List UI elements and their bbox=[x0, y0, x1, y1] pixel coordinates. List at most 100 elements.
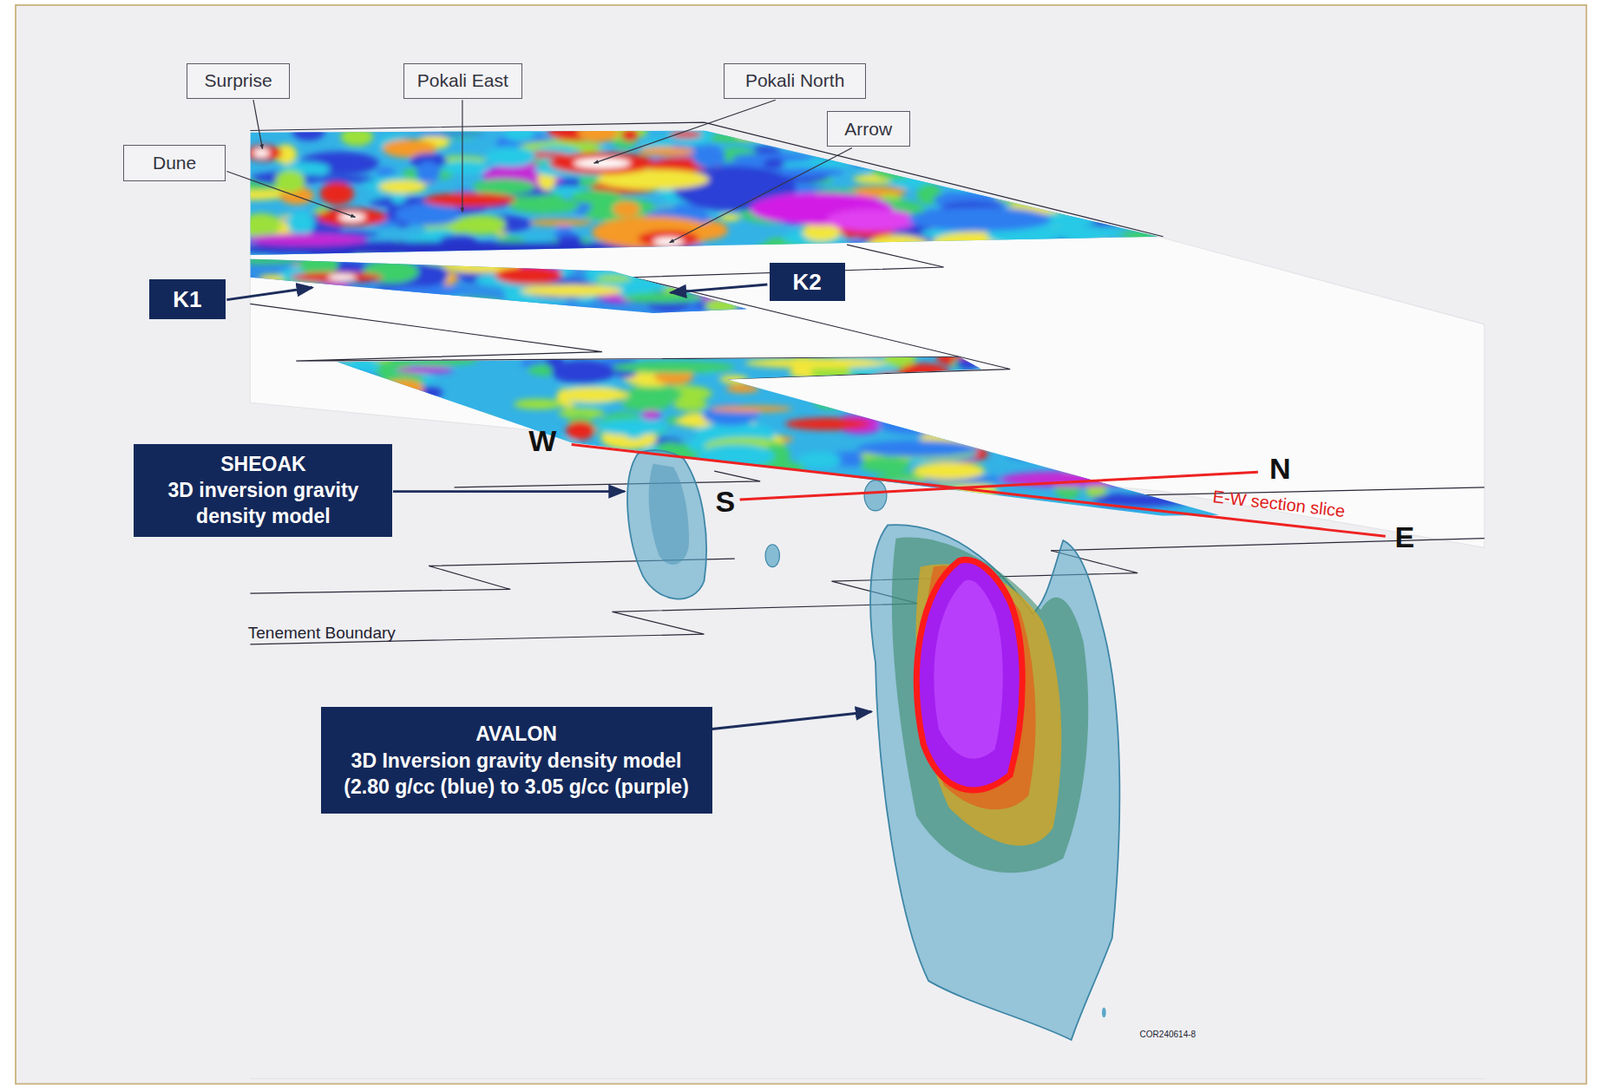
box-heading: K1 bbox=[172, 286, 202, 314]
heatmap-blob bbox=[339, 213, 367, 222]
heatmap-blob bbox=[1085, 381, 1150, 393]
heatmap-blob bbox=[260, 302, 322, 321]
heatmap-blob bbox=[1114, 203, 1136, 218]
heatmap-blob bbox=[581, 457, 631, 472]
section-label: E-W section slice bbox=[1212, 486, 1347, 522]
heatmap-blob bbox=[403, 469, 441, 491]
frame bbox=[15, 5, 1587, 1085]
heatmap-blob bbox=[506, 252, 543, 269]
gravity-plane bbox=[300, 345, 1253, 524]
heatmap-blob bbox=[1068, 241, 1122, 259]
figure-code: COR240614-8 bbox=[1140, 1029, 1196, 1040]
heatmap-blob bbox=[931, 378, 973, 394]
heatmap-blob bbox=[1015, 412, 1061, 420]
heatmap-blob bbox=[1007, 407, 1048, 422]
heatmap-blob bbox=[704, 132, 761, 143]
heatmap-blob bbox=[1059, 412, 1135, 433]
heatmap-blob bbox=[553, 478, 622, 486]
heatmap-blob bbox=[314, 175, 375, 184]
heatmap-blob bbox=[1077, 430, 1104, 439]
heatmap-blob bbox=[1124, 174, 1163, 190]
heatmap-blob bbox=[1180, 390, 1219, 407]
heatmap-blob bbox=[1179, 364, 1223, 374]
heatmap-blob bbox=[669, 131, 702, 138]
heatmap-blob bbox=[1029, 183, 1089, 208]
heatmap-blob bbox=[565, 420, 595, 440]
box-heading: Pokali East bbox=[417, 70, 509, 92]
heatmap-blob bbox=[389, 410, 469, 421]
heatmap-blob bbox=[486, 303, 508, 313]
heatmap-blob bbox=[573, 157, 631, 169]
box-body: 3D Inversion gravity density model (2.80… bbox=[333, 747, 701, 801]
heatmap-blob bbox=[945, 503, 984, 511]
box-heading: SHEOAK bbox=[220, 451, 306, 478]
leader-line bbox=[253, 99, 263, 149]
heatmap-blob bbox=[905, 492, 979, 505]
density-blob bbox=[765, 544, 780, 568]
heatmap-blob bbox=[504, 126, 535, 142]
leader-line bbox=[669, 147, 853, 243]
heatmap-blob bbox=[463, 497, 481, 521]
heatmap-blob bbox=[1047, 244, 1090, 253]
heatmap-blob bbox=[390, 434, 437, 450]
leader-line bbox=[226, 170, 355, 217]
heatmap-blob bbox=[543, 249, 597, 260]
heatmap-blob bbox=[545, 349, 564, 369]
heatmap-blob bbox=[1112, 380, 1184, 401]
heatmap-blob bbox=[1101, 155, 1128, 178]
heatmap-blob bbox=[357, 394, 400, 408]
heatmap-blob bbox=[560, 500, 598, 512]
heatmap-blob bbox=[486, 496, 512, 506]
heatmap-blob bbox=[872, 161, 913, 180]
heatmap-blob bbox=[857, 440, 980, 458]
heatmap-blob bbox=[549, 151, 656, 175]
heatmap bbox=[211, 121, 1194, 265]
heatmap-blob bbox=[1075, 164, 1136, 180]
heatmap-blob bbox=[1009, 380, 1065, 398]
heatmap-blob bbox=[848, 144, 891, 168]
heatmap-blob bbox=[393, 452, 414, 463]
site-label-box: Dune bbox=[123, 144, 226, 182]
heatmap-blob bbox=[709, 406, 794, 413]
heatmap-blob bbox=[431, 297, 504, 309]
heatmap-blob bbox=[729, 297, 764, 305]
heatmap-blob bbox=[999, 406, 1029, 425]
heatmap-blob bbox=[1176, 441, 1252, 463]
heatmap-blob bbox=[728, 476, 799, 495]
heatmap-blob bbox=[673, 399, 709, 411]
leader-line bbox=[393, 490, 625, 493]
heatmap-blob bbox=[916, 154, 974, 171]
heatmap-blob bbox=[1080, 190, 1142, 200]
heatmap-blob bbox=[1036, 237, 1114, 258]
heatmap-blob bbox=[1016, 372, 1063, 387]
heatmap-blob bbox=[1065, 187, 1144, 210]
heatmap-blob bbox=[1116, 167, 1162, 176]
heatmap-blob bbox=[509, 197, 580, 213]
heatmap-blob bbox=[1086, 146, 1148, 168]
heatmap-blob bbox=[596, 275, 632, 282]
heatmap-blob bbox=[625, 431, 643, 440]
density-blob bbox=[1101, 1007, 1107, 1018]
heatmap-blob bbox=[436, 124, 483, 139]
heatmap-blob bbox=[935, 157, 974, 171]
heatmap-blob bbox=[612, 201, 641, 217]
heatmap-blob bbox=[648, 268, 666, 278]
heatmap-blob bbox=[577, 472, 627, 487]
heatmap-blob bbox=[384, 286, 468, 299]
heatmap-blob bbox=[731, 469, 804, 481]
heatmap-blob bbox=[563, 258, 592, 268]
leader-line bbox=[712, 712, 872, 730]
heatmap-blob bbox=[378, 180, 427, 194]
heatmap-blob bbox=[1119, 149, 1144, 170]
heatmap-blob bbox=[220, 256, 301, 264]
heatmap-blob bbox=[455, 215, 506, 235]
heatmap-blob bbox=[354, 422, 383, 437]
heatmap-blob bbox=[1114, 159, 1154, 178]
heatmap-blob bbox=[775, 504, 852, 524]
heatmap-blob bbox=[513, 399, 563, 410]
density-shell bbox=[891, 537, 1089, 874]
heatmap-blob bbox=[1029, 439, 1094, 463]
heatmap-blob bbox=[413, 494, 436, 512]
